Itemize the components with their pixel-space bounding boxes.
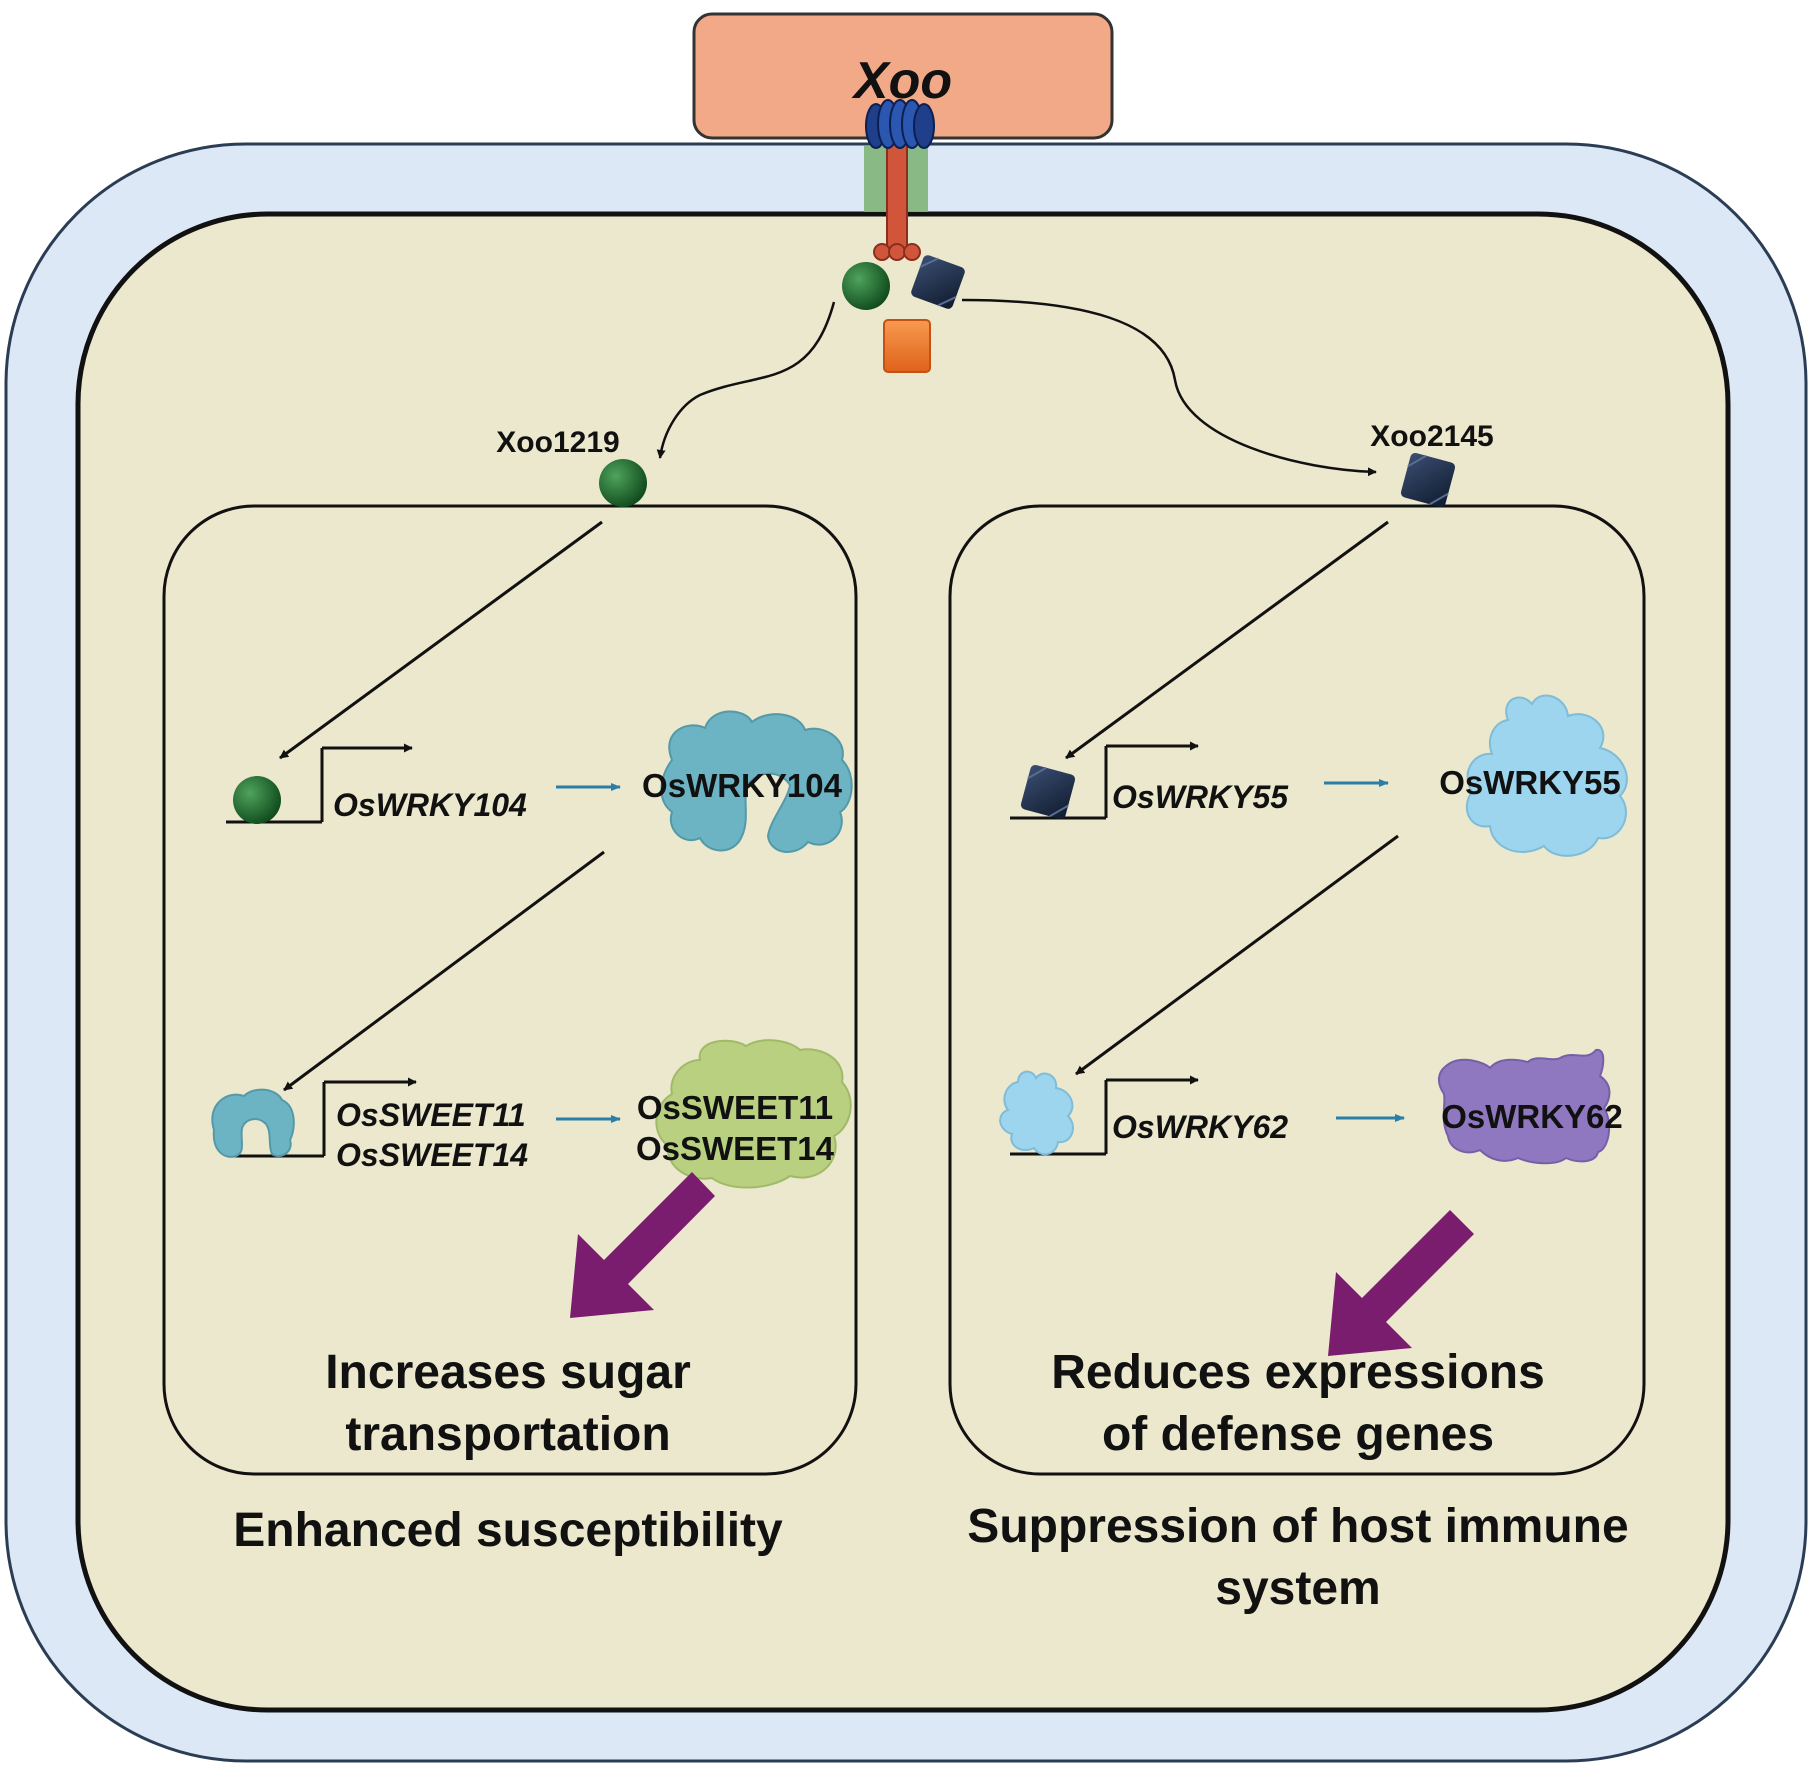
left-nucleus-panel bbox=[162, 504, 858, 1476]
outcome-arrow-right bbox=[1328, 1210, 1474, 1356]
effector-navy-icon bbox=[911, 255, 965, 309]
xoo1219-icon bbox=[599, 459, 647, 507]
secretion-system-icon bbox=[864, 99, 935, 261]
gene-sweet14: OsSWEET14 bbox=[336, 1137, 528, 1173]
xoo1219-bound-icon bbox=[233, 776, 281, 824]
outcome-right-line2: of defense genes bbox=[1102, 1408, 1494, 1461]
wrky55-bound-icon bbox=[999, 1070, 1074, 1156]
effector-label-left: Xoo1219 bbox=[496, 426, 619, 459]
bottom-right-line1: Suppression of host immune bbox=[967, 1500, 1628, 1553]
arrow-wrky55-to-promoter bbox=[1075, 834, 1399, 1076]
outcome-arrow-left bbox=[570, 1172, 715, 1318]
effector-orange-icon bbox=[883, 319, 931, 373]
arrow-to-xoo2145 bbox=[961, 298, 1377, 477]
protein-sweet14: OsSWEET14 bbox=[636, 1130, 835, 1167]
oswrky104-protein-icon bbox=[660, 710, 853, 854]
protein-sweet11: OsSWEET11 bbox=[637, 1089, 833, 1126]
protein-wrky62: OsWRKY62 bbox=[1441, 1098, 1623, 1135]
outcome-left-line2: transportation bbox=[345, 1408, 670, 1461]
arrow-to-xoo1219 bbox=[656, 301, 836, 459]
bottom-left-text: Enhanced susceptibility bbox=[233, 1504, 783, 1557]
outcome-right-line1: Reduces expressions bbox=[1051, 1346, 1545, 1399]
gene-wrky104: OsWRKY104 bbox=[333, 787, 527, 823]
arrow-wrky104-to-promoter bbox=[283, 850, 605, 1092]
gene-wrky55: OsWRKY55 bbox=[1112, 779, 1289, 815]
oswrky55-protein-icon bbox=[1465, 694, 1628, 857]
gene-sweet11: OsSWEET11 bbox=[336, 1097, 526, 1133]
effector-green-icon bbox=[842, 262, 890, 310]
bottom-right-line2: system bbox=[1215, 1562, 1380, 1615]
protein-wrky104: OsWRKY104 bbox=[642, 767, 843, 804]
xoo2145-bound-icon bbox=[1020, 764, 1076, 820]
promoter-wrky62 bbox=[1010, 1075, 1199, 1156]
protein-wrky55: OsWRKY55 bbox=[1439, 764, 1621, 801]
arrow-xoo1219-to-promoter bbox=[279, 520, 603, 760]
gene-wrky62: OsWRKY62 bbox=[1112, 1109, 1288, 1145]
arrow-xoo2145-to-promoter bbox=[1065, 520, 1389, 760]
xoo2145-icon bbox=[1400, 452, 1456, 508]
outcome-left-line1: Increases sugar bbox=[325, 1346, 691, 1399]
effector-label-right: Xoo2145 bbox=[1370, 420, 1493, 453]
ossweet-protein-icon bbox=[655, 1039, 852, 1189]
right-nucleus-panel bbox=[948, 504, 1646, 1476]
wrky104-bound-icon bbox=[211, 1088, 295, 1158]
oswrky62-protein-icon bbox=[1438, 1048, 1611, 1165]
promoter-wrky104 bbox=[226, 743, 413, 824]
